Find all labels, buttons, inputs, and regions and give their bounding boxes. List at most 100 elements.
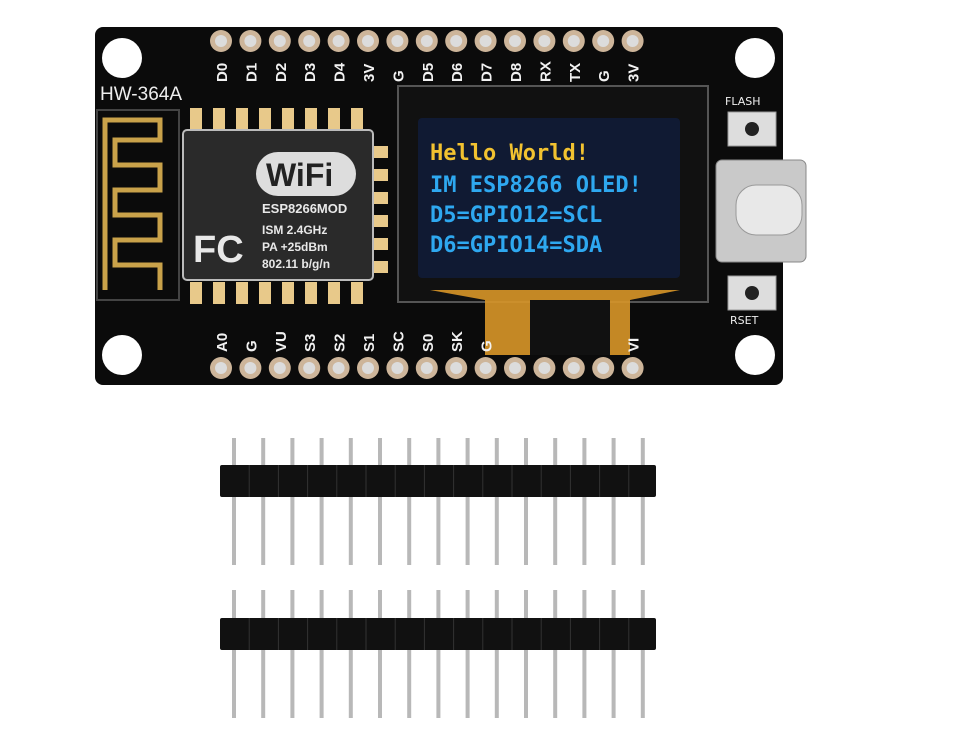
module-pad — [328, 282, 340, 304]
pin-hole — [479, 362, 492, 374]
pin-label: D0 — [214, 63, 231, 82]
pin-hole — [420, 362, 433, 374]
header-pin — [494, 590, 499, 718]
oled-line: IM ESP8266 OLED! — [430, 173, 642, 198]
pin-hole — [509, 362, 521, 374]
pin-hole — [391, 35, 404, 47]
pin-header-strip — [220, 438, 656, 565]
pin-hole — [450, 35, 463, 47]
module-spec: PA +25dBm — [262, 240, 328, 254]
module-pad — [282, 282, 294, 304]
pin-hole — [420, 35, 433, 47]
header-pin — [232, 590, 236, 718]
module-pads — [190, 108, 388, 304]
pin-label: G — [479, 340, 496, 352]
header-pin — [261, 590, 266, 718]
pin-label: S3 — [302, 334, 319, 352]
header-pin — [232, 438, 236, 565]
pin-hole — [626, 35, 639, 47]
module-pad — [236, 108, 248, 130]
header-pin — [640, 590, 645, 718]
module-spec: 802.11 b/g/n — [262, 257, 330, 271]
header-pin — [465, 438, 470, 565]
module-pad — [190, 108, 202, 130]
oled-line: D6=GPIO14=SDA — [430, 233, 602, 258]
pin-hole — [273, 362, 286, 374]
module-pad — [374, 215, 388, 227]
module-pad — [374, 192, 388, 204]
pin-hole — [597, 35, 610, 47]
pin-hole — [538, 35, 551, 47]
board-model: HW-364A — [100, 84, 182, 105]
module-pad — [328, 108, 340, 130]
header-pin — [553, 438, 558, 565]
pin-label: G — [243, 340, 260, 352]
header-pin — [348, 438, 353, 565]
pin-label: SC — [390, 331, 407, 352]
pin-hole — [391, 362, 404, 374]
header-pin — [407, 438, 412, 565]
oled-line: Hello World! — [430, 141, 589, 166]
pin-hole — [215, 35, 227, 47]
pin-hole — [303, 362, 316, 374]
pin-label: D5 — [420, 63, 437, 82]
header-pin — [348, 590, 353, 718]
module-pad — [305, 282, 317, 304]
pin-hole — [362, 362, 374, 374]
header-pin — [290, 590, 295, 718]
header-pin — [378, 438, 382, 565]
pin-label: S1 — [361, 334, 378, 352]
header-pin — [319, 590, 324, 718]
module-pad — [213, 282, 225, 304]
pin-label: D7 — [479, 63, 496, 82]
module-pad — [213, 108, 225, 130]
header-pin — [436, 590, 441, 718]
pin-label: S2 — [332, 334, 349, 352]
antenna-trace — [102, 117, 163, 290]
module-pad — [374, 146, 388, 158]
module-pad — [305, 108, 317, 130]
wifi-logo: WiFi — [266, 157, 333, 193]
pin-label: A0 — [214, 333, 231, 352]
pin-label: TX — [567, 63, 584, 82]
pin-hole — [244, 362, 257, 374]
pin-label: RX — [537, 61, 554, 82]
pin-label: G — [596, 70, 613, 82]
pin-label: SK — [449, 331, 466, 352]
module-pad — [259, 282, 271, 304]
pin-hole — [597, 362, 610, 374]
pin-hole — [273, 35, 286, 47]
header-pin — [553, 590, 558, 718]
header-pin — [494, 438, 499, 565]
reset-label: RSET — [730, 314, 759, 327]
mounting-holes — [102, 38, 775, 375]
module-pad — [259, 108, 271, 130]
pin-header-strip — [220, 590, 656, 718]
pin-label: D2 — [273, 63, 290, 82]
pin-label: 3V — [626, 64, 643, 82]
header-pin — [261, 438, 266, 565]
module-pad — [236, 282, 248, 304]
pin-hole — [244, 35, 257, 47]
flash-label: FLASH — [725, 95, 761, 108]
pin-label: D6 — [449, 63, 466, 82]
module-pad — [351, 108, 363, 130]
pin-hole — [215, 362, 227, 374]
pin-label: D3 — [302, 63, 319, 82]
pin-hole — [567, 35, 580, 47]
pin-hole — [450, 362, 463, 374]
header-plastic — [220, 618, 656, 650]
module-pad — [351, 282, 363, 304]
header-pin — [611, 438, 616, 565]
header-pin — [582, 590, 587, 718]
pin-hole — [567, 362, 580, 374]
pin-label: G — [390, 70, 407, 82]
pin-hole — [538, 362, 551, 374]
pin-hole — [362, 35, 374, 47]
pin-label: D8 — [508, 63, 525, 82]
pin-label: VU — [273, 331, 290, 352]
header-pin — [319, 438, 324, 565]
header-pin — [290, 438, 295, 565]
header-pin — [436, 438, 441, 565]
